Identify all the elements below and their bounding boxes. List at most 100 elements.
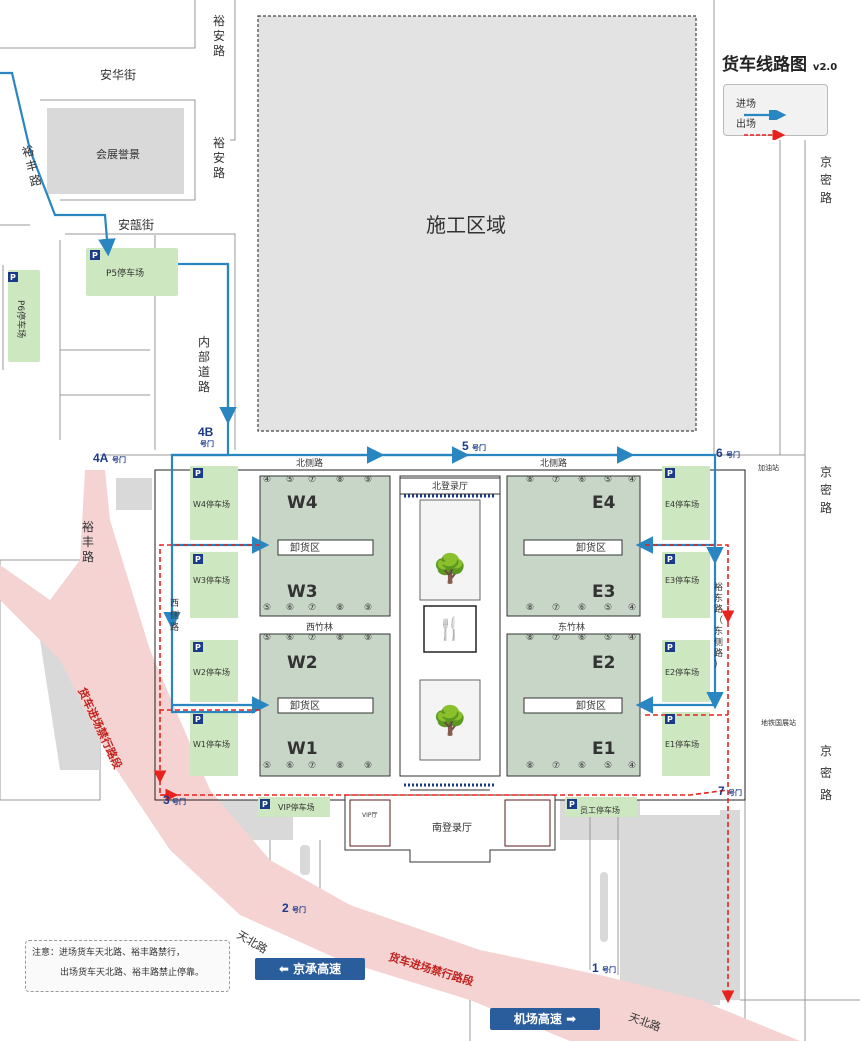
dock-number: ⑥ xyxy=(578,475,586,485)
tree-icon: 🌳 xyxy=(433,703,468,737)
dock-number: ⑧ xyxy=(336,633,344,643)
dock-number: ④ xyxy=(628,633,636,643)
p-symbol: P xyxy=(92,251,98,260)
parking-label-e1: E1停车场 xyxy=(665,739,699,749)
dock-number: ⑨ xyxy=(364,603,372,613)
dock-number: ⑥ xyxy=(286,603,294,613)
hall-label-w4: W4 xyxy=(287,493,318,513)
parking-label-w4: W4停车场 xyxy=(193,499,230,509)
p-symbol: P xyxy=(569,800,575,809)
highway-jingcheng-label: 京承高速 xyxy=(293,962,342,976)
p-symbol: P xyxy=(195,715,201,724)
parking-label-w2: W2停车场 xyxy=(193,667,230,677)
notice-box: 注意：进场货车天北路、裕丰路禁行， 出场货车天北路、裕丰路禁止停靠。 xyxy=(25,940,230,992)
parking-label-e3: E3停车场 xyxy=(665,575,699,585)
gate-2-num: 2 xyxy=(282,901,289,915)
dock-number: ⑧ xyxy=(336,761,344,771)
dock-number: ⑦ xyxy=(552,603,560,613)
area-huizhan: 会展誉景 xyxy=(96,147,140,161)
dock-number: ⑦ xyxy=(308,633,316,643)
dock-number: ⑧ xyxy=(336,603,344,613)
restaurant-icon xyxy=(423,605,477,653)
gate-2-suffix: 号门 xyxy=(292,905,306,914)
parking-label-staff: 员工停车场 xyxy=(580,805,620,815)
construction-area xyxy=(257,15,697,432)
road-west-side: 西侧路 xyxy=(170,599,180,633)
expo-complex: 🍴 🌳 🌳 xyxy=(154,469,746,863)
tree-icon: 🌳 xyxy=(433,551,468,585)
dock-number: ⑤ xyxy=(604,475,612,485)
road-north-side: 北侧路 xyxy=(296,457,323,469)
hall-label-w1: W1 xyxy=(287,739,318,759)
p-symbol: P xyxy=(262,800,268,809)
dock-number: ⑤ xyxy=(263,761,271,771)
legend-in-arrow-icon xyxy=(744,110,787,120)
gate-5-suffix: 号门 xyxy=(472,443,486,452)
parking-icons xyxy=(8,250,675,809)
entry-routes xyxy=(0,71,724,714)
hall-label-w3: W3 xyxy=(287,582,318,602)
parking-p5 xyxy=(86,248,178,296)
notice-prefix: 注意： xyxy=(32,948,60,958)
gate-4a-num: 4A xyxy=(93,451,109,465)
area-north-hall: 北登录厅 xyxy=(432,481,468,492)
dock-number: ④ xyxy=(263,475,271,485)
dock-number: ⑤ xyxy=(286,475,294,485)
exit-routes xyxy=(153,544,735,1004)
legend-entry-in: 进场 xyxy=(736,95,790,120)
dock-number: ④ xyxy=(628,475,636,485)
unload-e-bottom: 卸货区 xyxy=(576,699,606,712)
parking-vip xyxy=(258,797,330,817)
road-tianbei-left: 天北路 xyxy=(235,928,270,956)
legend: 进场 出场 xyxy=(723,84,828,140)
legend-out-arrow-icon xyxy=(744,130,786,140)
road-jingmi-mid: 京密路 xyxy=(820,465,833,515)
parking-p6 xyxy=(8,270,40,362)
road-jingmi-top: 京密路 xyxy=(820,155,833,205)
arrow-right-icon: ➡ xyxy=(561,1012,577,1026)
dock-number: ⑨ xyxy=(364,633,372,643)
gate-4b-suffix: 号门 xyxy=(200,439,214,448)
gate-3-suffix: 号门 xyxy=(172,797,186,806)
area-south-hall: 南登录厅 xyxy=(432,821,472,834)
dock-number: ⑤ xyxy=(604,761,612,771)
dock-number: ⑥ xyxy=(286,761,294,771)
p-symbol: P xyxy=(667,555,673,564)
dock-number: ⑦ xyxy=(308,475,316,485)
gate-7-num: 7 xyxy=(718,784,725,798)
road-east-side: 裕东路（东侧路） xyxy=(714,583,724,670)
dock-number: ⑦ xyxy=(308,603,316,613)
parking-label-p5: P5停车场 xyxy=(106,267,144,279)
gate-3-num: 3 xyxy=(163,793,170,807)
hall-label-e2: E2 xyxy=(592,653,615,673)
p-symbol: P xyxy=(195,643,201,652)
huizhan-building xyxy=(47,108,184,194)
svg-text:🍴: 🍴 xyxy=(436,616,463,642)
dock-number: ⑦ xyxy=(308,761,316,771)
gate-1-num: 1 xyxy=(592,961,599,975)
dock-number: ⑨ xyxy=(364,475,372,485)
parking-label-w3: W3停车场 xyxy=(193,575,230,585)
area-west-bamboo: 西竹林 xyxy=(306,621,333,633)
hall-label-e1: E1 xyxy=(592,739,615,759)
parking-label-e4: E4停车场 xyxy=(665,499,699,509)
hall-label-w2: W2 xyxy=(287,653,318,673)
p-symbol: P xyxy=(195,555,201,564)
parking-staff xyxy=(565,797,637,817)
gate-4b-num: 4B xyxy=(198,425,214,439)
parking-label-vip: VIP停车场 xyxy=(278,802,315,812)
dock-number: ⑨ xyxy=(364,761,372,771)
dock-number: ⑧ xyxy=(526,633,534,643)
parking-label-w1: W1停车场 xyxy=(193,739,230,749)
hall-label-e3: E3 xyxy=(592,582,615,602)
dock-number: ⑥ xyxy=(286,633,294,643)
unload-w-top: 卸货区 xyxy=(290,541,320,554)
dock-number: ⑦ xyxy=(552,633,560,643)
area-vip-office: VIP厅 xyxy=(362,812,378,819)
parking-e4 xyxy=(662,466,710,540)
restricted-roads xyxy=(0,470,800,1041)
notice-line2: 出场货车天北路、裕丰路禁止停靠。 xyxy=(60,968,205,978)
dock-number: ⑦ xyxy=(552,761,560,771)
gate-1-suffix: 号门 xyxy=(602,965,616,974)
